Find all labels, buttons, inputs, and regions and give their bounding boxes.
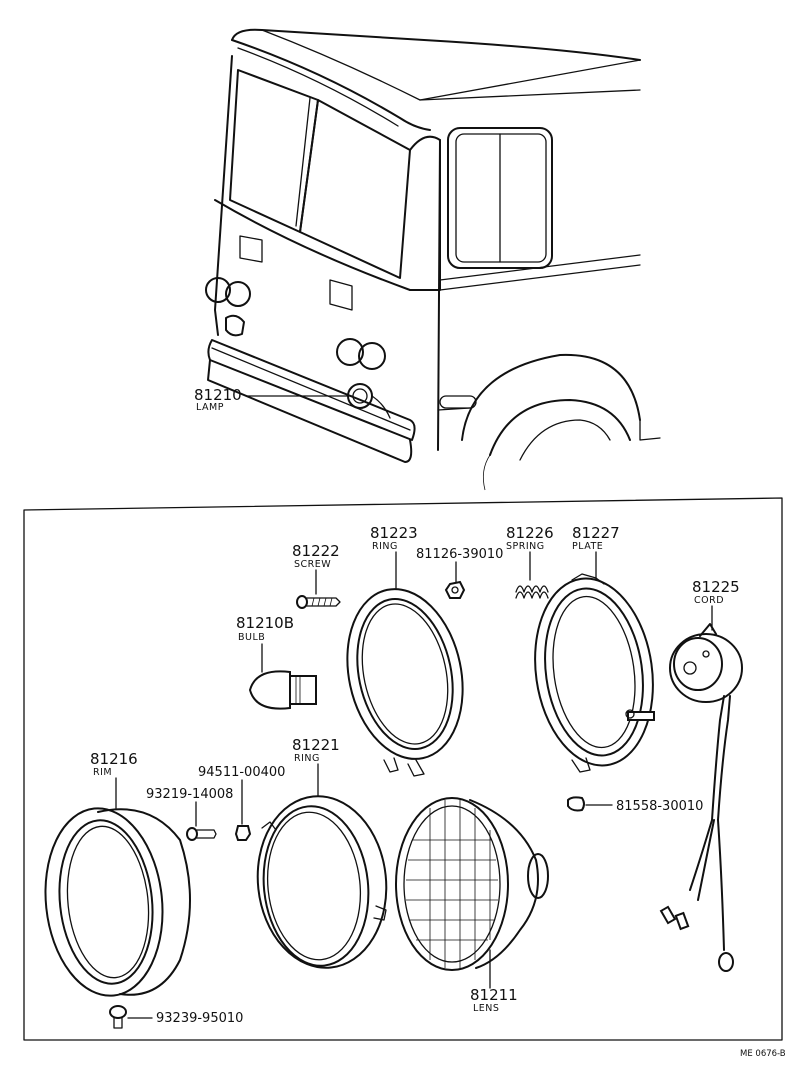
part-81227-plate: 81227 PLATE [534,524,655,773]
part-name-cord: CORD [694,595,724,606]
part-name-ring-a: RING [372,541,398,552]
part-number-81210b: 81210B [236,614,294,632]
part-81226-spring: 81226 SPRING [506,524,554,599]
part-name-screw: SCREW [294,559,331,570]
part-number-81225: 81225 [692,578,740,596]
callout-81210-lamp: 81210 LAMP [194,386,353,413]
part-name-ring-b: RING [294,753,320,764]
part-name-lamp: LAMP [196,402,224,413]
part-number-81210: 81210 [194,386,242,404]
part-number-81227: 81227 [572,524,620,542]
part-number-81211: 81211 [470,986,518,1004]
part-81223-ring: 81223 RING [346,524,464,777]
drawing-code: ME 0676-B [740,1049,786,1059]
part-81221-ring: 81221 RING [256,736,388,969]
part-number-81216: 81216 [90,750,138,768]
part-number-93219-14008: 93219-14008 [146,787,233,802]
part-name-bulb: BULB [238,632,265,643]
part-93219-14008-bolt: 93219-14008 [146,787,233,841]
part-name-rim: RIM [93,767,112,778]
part-number-94511-00400: 94511-00400 [198,765,285,780]
part-number-81223: 81223 [370,524,418,542]
part-81211-lens: 81211 LENS [395,797,549,1014]
part-number-81226: 81226 [506,524,554,542]
part-93239-95010-screw: 93239-95010 [109,1005,243,1029]
part-name-plate: PLATE [572,541,603,552]
part-81216-rim: 81216 RIM [44,750,191,997]
vehicle-rear-illustration [205,28,661,491]
part-94511-00400-washer: 94511-00400 [198,765,285,841]
part-name-lens: LENS [473,1003,499,1014]
part-81225-cord: 81225 CORD [659,578,743,972]
part-81558-30010-clip: 81558-30010 [567,796,703,814]
part-number-81221: 81221 [292,736,340,754]
part-81222-screw: 81222 SCREW [292,542,341,609]
part-81126-39010-nut: 81126-39010 [416,547,503,599]
part-number-81222: 81222 [292,542,340,560]
part-name-spring: SPRING [506,541,545,552]
part-81210b-bulb: 81210B BULB [236,614,317,710]
part-number-93239-95010: 93239-95010 [156,1011,243,1026]
exploded-view-frame [23,497,783,1041]
part-number-81558-30010: 81558-30010 [616,799,703,814]
part-number-81126-39010: 81126-39010 [416,547,503,562]
